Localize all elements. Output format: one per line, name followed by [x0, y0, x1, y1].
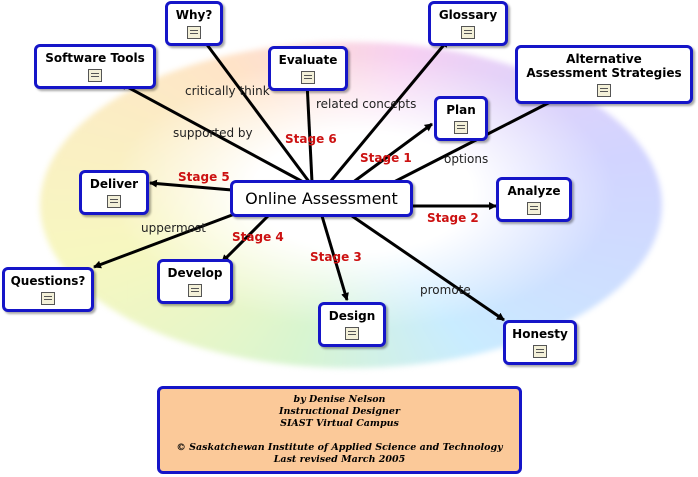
stage-label-1: Stage 1	[360, 151, 412, 165]
node-label: Honesty	[512, 327, 568, 341]
link-develop	[220, 214, 270, 264]
stage-label-4: Stage 4	[232, 230, 284, 244]
node-alternative-assessment-strategies[interactable]: Alternative Assessment Strategies	[515, 45, 693, 104]
node-label: Why?	[175, 8, 213, 22]
node-analyze[interactable]: Analyze	[496, 177, 572, 222]
node-label: Alternative Assessment Strategies	[526, 52, 682, 80]
node-label: Deliver	[89, 177, 139, 191]
link-label-uppermost: uppermost	[141, 221, 206, 235]
credit-copyright: © Saskatchewan Institute of Applied Scie…	[176, 442, 503, 453]
link-evaluate	[303, 81, 314, 183]
node-software-tools[interactable]: Software Tools	[34, 44, 156, 89]
stage-label-6: Stage 6	[285, 132, 337, 146]
document-icon[interactable]	[41, 292, 55, 305]
link-label-related-concepts: related concepts	[316, 97, 417, 111]
link-label-promote: promote	[420, 283, 471, 297]
node-develop[interactable]: Develop	[157, 259, 233, 304]
link-software-tools	[119, 81, 306, 185]
credits-box: by Denise Nelson Instructional Designer …	[157, 386, 522, 474]
document-icon[interactable]	[527, 202, 541, 215]
document-icon[interactable]	[345, 327, 359, 340]
document-icon[interactable]	[107, 195, 121, 208]
credit-spacer	[160, 430, 519, 442]
stage-label-5: Stage 5	[178, 170, 230, 184]
link-glossary	[328, 39, 450, 183]
node-why[interactable]: Why?	[165, 1, 223, 46]
credit-org: SIAST Virtual Campus	[280, 418, 399, 429]
document-icon[interactable]	[533, 345, 547, 358]
node-label: Plan	[446, 103, 476, 117]
document-icon[interactable]	[301, 71, 315, 84]
link-label-supported-by: supported by	[173, 126, 253, 140]
link-label-critically-think: critically think	[185, 84, 270, 98]
link-deliver	[149, 179, 233, 192]
node-label: Questions?	[10, 274, 86, 288]
node-evaluate[interactable]: Evaluate	[268, 46, 348, 91]
link-why	[200, 37, 312, 184]
node-label: Design	[328, 309, 376, 323]
document-icon[interactable]	[454, 121, 468, 134]
node-label: Evaluate	[278, 53, 338, 67]
link-questions	[93, 210, 241, 269]
document-icon[interactable]	[461, 26, 475, 39]
document-icon[interactable]	[88, 69, 102, 82]
node-questions[interactable]: Questions?	[2, 267, 94, 312]
node-design[interactable]: Design	[318, 302, 386, 347]
document-icon[interactable]	[597, 84, 611, 97]
credit-revised: Last revised March 2005	[273, 454, 406, 465]
stage-label-3: Stage 3	[310, 250, 362, 264]
document-icon[interactable]	[187, 26, 201, 39]
node-plan[interactable]: Plan	[434, 96, 488, 141]
link-plan	[351, 122, 433, 185]
node-honesty[interactable]: Honesty	[503, 320, 577, 365]
node-label: Develop	[167, 266, 223, 280]
stage-label-2: Stage 2	[427, 211, 479, 225]
node-deliver[interactable]: Deliver	[79, 170, 149, 215]
document-icon[interactable]	[188, 284, 202, 297]
node-label: Software Tools	[45, 51, 145, 65]
node-label: Analyze	[507, 184, 561, 198]
credit-role: Instructional Designer	[279, 406, 400, 417]
central-node-label: Online Assessment	[245, 189, 398, 208]
link-label-options: options	[444, 152, 489, 166]
link-honesty	[351, 214, 505, 322]
credit-author: by Denise Nelson	[293, 394, 386, 405]
link-design	[320, 215, 349, 301]
node-label: Glossary	[438, 8, 498, 22]
node-glossary[interactable]: Glossary	[428, 1, 508, 46]
central-node-online-assessment[interactable]: Online Assessment	[230, 180, 413, 217]
